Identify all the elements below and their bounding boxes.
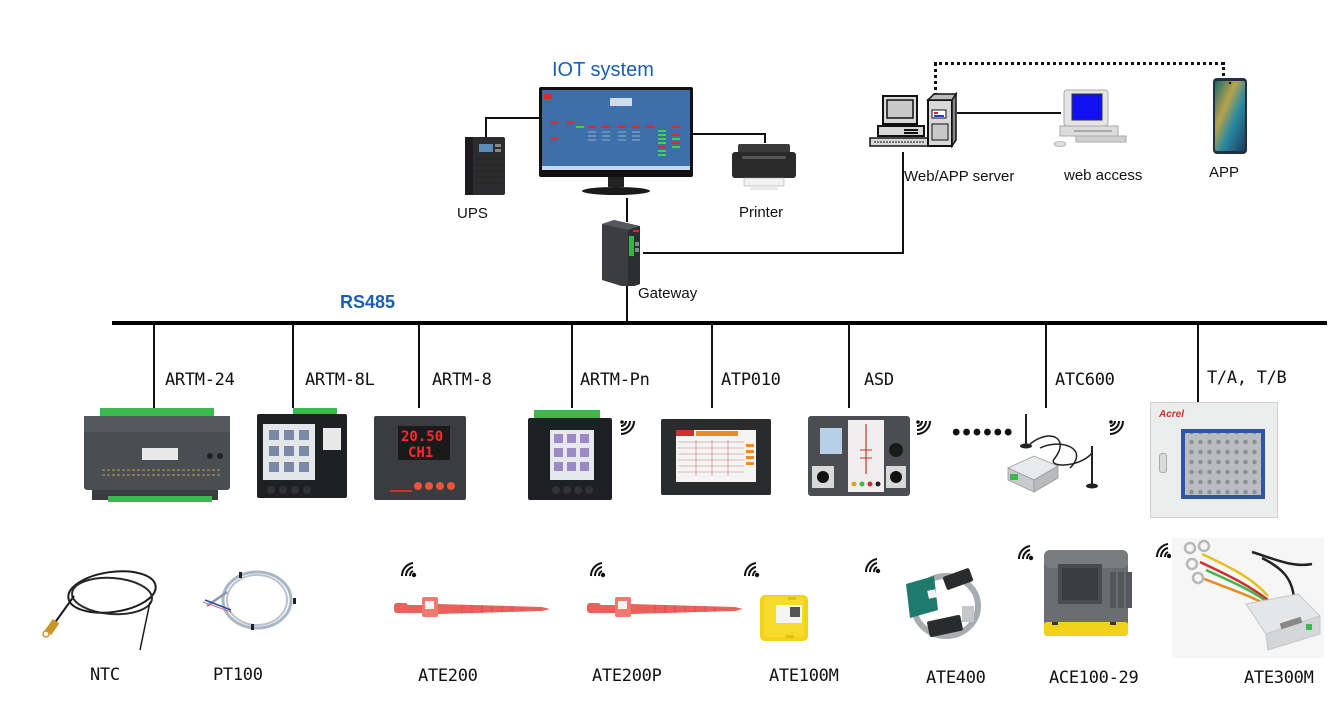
gateway-label: Gateway — [638, 285, 698, 302]
iot-system-title: IOT system — [552, 59, 654, 81]
wireless-icon-ate400 — [864, 558, 881, 574]
ups-label: UPS — [457, 205, 488, 222]
artm-pn-device[interactable] — [526, 410, 616, 502]
sensor-label-ntc: NTC — [90, 665, 120, 685]
device-label-artm-8l: ARTM-8L — [305, 370, 375, 390]
app-phone-icon[interactable] — [1212, 77, 1248, 155]
monitor-icon[interactable] — [538, 86, 694, 198]
pt100-sensor — [202, 570, 296, 630]
server-app-dotted-h — [934, 62, 1224, 65]
ntc-sensor — [42, 570, 157, 651]
sensor-label-ate400: ATE400 — [926, 668, 986, 688]
wireless-icon-ace100-29 — [1017, 545, 1034, 561]
ate200p-sensor — [587, 597, 743, 617]
wireless-icon-ate200p — [589, 562, 606, 578]
device-label-artm-pn: ARTM-Pn — [580, 370, 650, 390]
web-access-pc-icon[interactable] — [1052, 88, 1136, 148]
web-access-label: web access — [1064, 167, 1143, 184]
gateway-server-connector-v — [902, 152, 904, 254]
printer-connector — [764, 133, 766, 143]
cabinet-handle — [1159, 453, 1167, 473]
more-devices-ellipsis: •••••• — [952, 419, 1015, 446]
sensor-label-ate200p: ATE200P — [592, 666, 662, 686]
server-web-connector — [957, 112, 1061, 114]
sensor-label-ate100m: ATE100M — [769, 666, 839, 686]
wireless-icon-ate100m — [743, 562, 760, 578]
device-label-atp010: ATP010 — [721, 370, 781, 390]
cabinet-screen — [1181, 429, 1265, 499]
server-app-dotted-v2 — [1222, 62, 1225, 76]
gateway-icon[interactable] — [600, 218, 646, 286]
gateway-bus-connector — [626, 285, 628, 322]
atp010-device[interactable] — [660, 418, 772, 496]
wireless-icon-artm-pn — [620, 420, 635, 435]
ta-tb-cabinet[interactable]: Acrel — [1150, 402, 1278, 518]
sensor-label-ace100-29: ACE100-29 — [1049, 668, 1139, 688]
ace100-29-sensor — [1044, 550, 1132, 636]
monitor-gateway-connector — [626, 198, 628, 222]
device-label-ta-tb: T/A, T/B — [1207, 368, 1287, 388]
ate300m-sensor — [1172, 538, 1324, 658]
device-label-atc600: ATC600 — [1055, 370, 1115, 390]
ups-icon — [465, 137, 505, 195]
wireless-icon-atc600 — [1109, 420, 1124, 435]
gateway-server-connector-h — [643, 252, 904, 254]
asd-device[interactable] — [806, 410, 912, 498]
ate200-sensor — [394, 597, 550, 617]
drop-line-atp010 — [711, 324, 713, 408]
artm-24-device[interactable] — [82, 408, 232, 503]
ups-connector — [485, 117, 487, 137]
device-label-asd: ASD — [864, 370, 894, 390]
sensor-label-ate300m: ATE300M — [1244, 668, 1314, 688]
atc600-device[interactable] — [1000, 408, 1110, 498]
server-icon[interactable] — [868, 90, 958, 152]
printer-icon[interactable] — [730, 142, 798, 194]
server-label: Web/APP server — [904, 168, 1015, 185]
ate400-sensor — [906, 568, 981, 639]
ate100m-sensor — [760, 595, 808, 641]
drop-line-atc600 — [1045, 324, 1047, 408]
drop-line-artm-24 — [153, 324, 155, 408]
sensor-label-pt100: PT100 — [213, 665, 263, 685]
artm-8-meter-value: 20.50 — [401, 429, 443, 445]
artm-8-device[interactable]: 20.50 CH1 — [372, 414, 468, 502]
device-label-artm-8: ARTM-8 — [432, 370, 492, 390]
rs485-label: RS485 — [340, 292, 396, 312]
printer-connector-h — [692, 133, 766, 135]
wireless-icon-ate200 — [400, 562, 417, 578]
ups-connector-h — [485, 117, 542, 119]
artm-8l-device[interactable] — [255, 408, 351, 500]
app-label: APP — [1209, 164, 1240, 181]
rs485-bus-line — [112, 321, 1327, 325]
drop-line-ta-tb — [1197, 324, 1199, 402]
drop-line-asd — [848, 324, 850, 408]
cabinet-brand-logo: Acrel — [1159, 409, 1185, 420]
wireless-icon-ate300m — [1155, 543, 1172, 559]
device-label-artm-24: ARTM-24 — [165, 370, 235, 390]
artm-8-channel-value: CH1 — [408, 445, 433, 461]
server-app-dotted-v1 — [934, 63, 937, 96]
drop-line-artm-8 — [418, 324, 420, 408]
drop-line-artm-pn — [571, 324, 573, 408]
wireless-icon-asd — [916, 420, 931, 435]
drop-line-artm-8l — [292, 324, 294, 408]
sensor-label-ate200: ATE200 — [418, 666, 478, 686]
printer-label: Printer — [739, 204, 784, 221]
